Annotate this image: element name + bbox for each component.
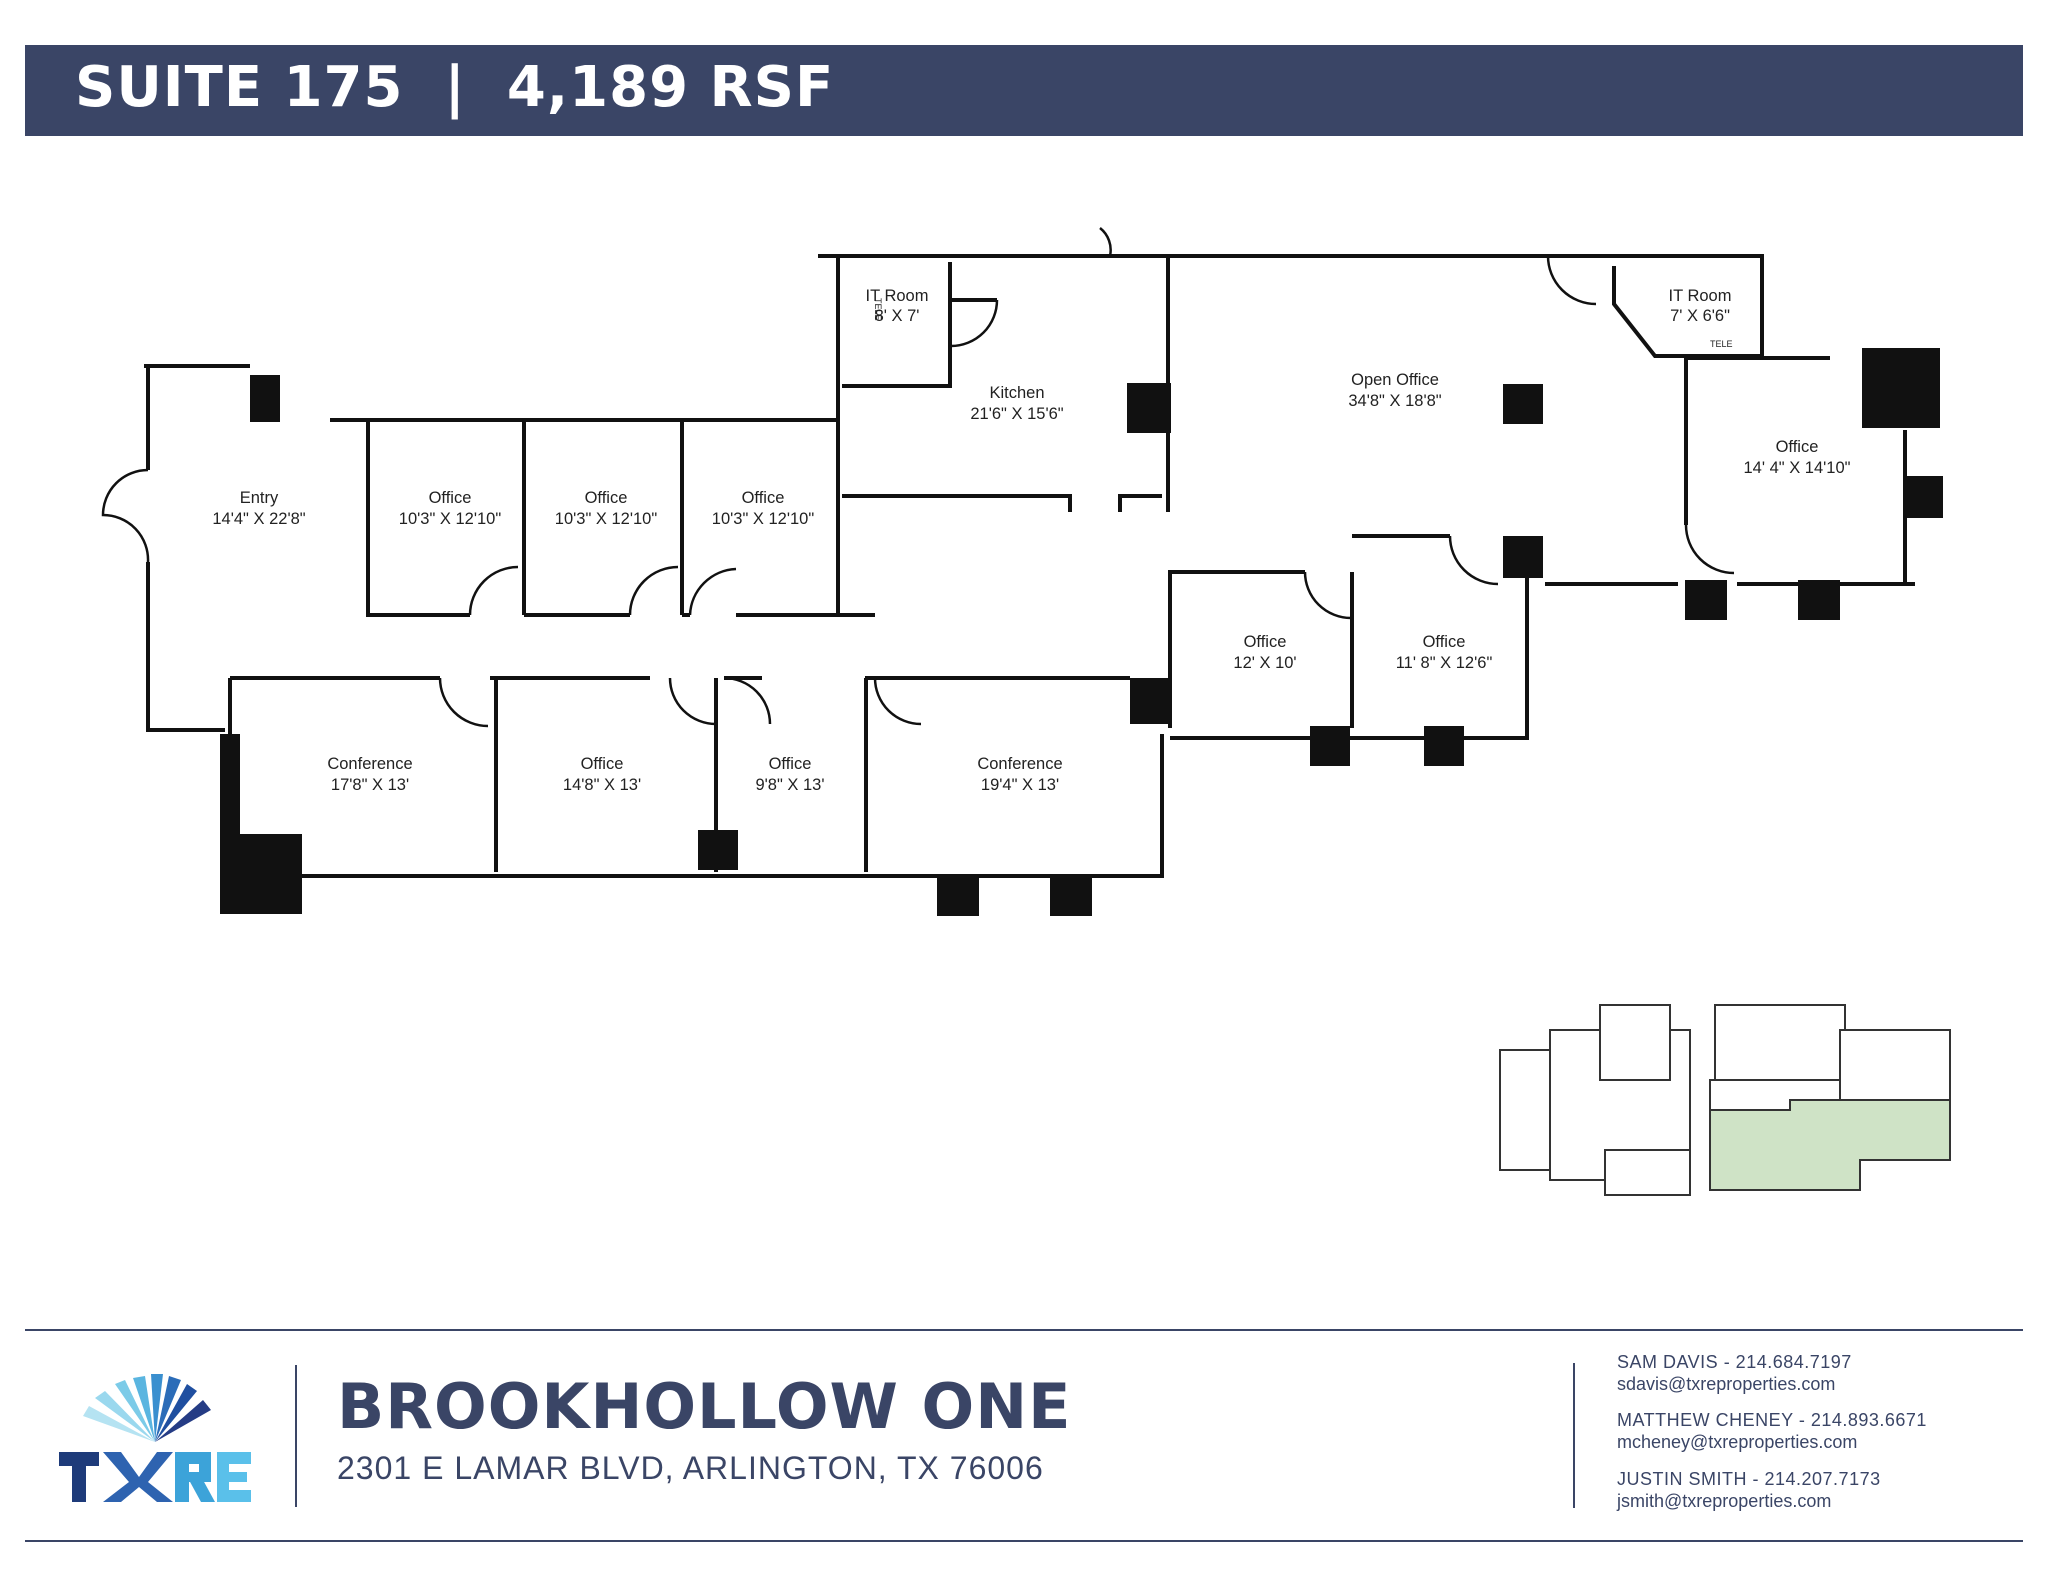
contact-sam-davis: SAM DAVIS - 214.684.7197 sdavis@txreprop… <box>1617 1351 1852 1395</box>
key-plan <box>1499 1004 1951 1196</box>
contact-divider <box>1573 1363 1575 1508</box>
room-name-office-n1: Office <box>429 489 472 507</box>
room-name-office-n3: Office <box>742 489 785 507</box>
room-name-it-1: IT Room <box>866 287 929 305</box>
room-size-office-s2: 9'8" X 13' <box>755 776 824 794</box>
room-name-it-2: IT Room <box>1669 287 1732 305</box>
tele-label-1: TELE <box>873 298 883 321</box>
keyplan-suite-highlight <box>1709 1099 1951 1191</box>
door-swings <box>101 227 1735 728</box>
room-name-open-office: Open Office <box>1351 371 1439 389</box>
logo-rays <box>83 1374 211 1442</box>
property-address: 2301 E LAMAR BLVD, ARLINGTON, TX 76006 <box>337 1450 1044 1486</box>
room-name-conference-2: Conference <box>977 755 1062 773</box>
logo-letters <box>59 1452 251 1502</box>
txre-logo <box>59 1374 251 1502</box>
footer-top-rule <box>25 1329 2023 1331</box>
room-name-office-s1: Office <box>581 755 624 773</box>
room-name-entry: Entry <box>240 489 279 507</box>
contact-email[interactable]: mcheney@txreproperties.com <box>1617 1432 1858 1452</box>
structural-columns <box>220 348 1943 916</box>
room-name-office-s2: Office <box>769 755 812 773</box>
room-labels: IT Room 8' X 7' Kitchen 21'6" X 15'6" Op… <box>212 287 1850 794</box>
contact-name-phone: JUSTIN SMITH - 214.207.7173 <box>1617 1469 1881 1489</box>
room-size-office-s1: 14'8" X 13' <box>563 776 641 794</box>
room-size-kitchen: 21'6" X 15'6" <box>970 405 1063 423</box>
room-size-it-1: 8' X 7' <box>875 307 920 325</box>
room-size-it-2: 7' X 6'6" <box>1670 307 1730 325</box>
room-size-office-c2: 11' 8" X 12'6" <box>1396 654 1493 672</box>
room-name-office-n2: Office <box>585 489 628 507</box>
logo-divider <box>295 1365 297 1507</box>
room-size-open-office: 34'8" X 18'8" <box>1348 392 1441 410</box>
room-name-conference-1: Conference <box>327 755 412 773</box>
contact-email[interactable]: sdavis@txreproperties.com <box>1617 1374 1836 1394</box>
room-name-office-c2: Office <box>1423 633 1466 651</box>
room-size-entry: 14'4" X 22'8" <box>212 510 305 528</box>
contact-justin-smith: JUSTIN SMITH - 214.207.7173 jsmith@txrep… <box>1617 1468 1881 1512</box>
header-bar: SUITE 175 | 4,189 RSF <box>25 45 2023 136</box>
contact-matthew-cheney: MATTHEW CHENEY - 214.893.6671 mcheney@tx… <box>1617 1409 1927 1453</box>
room-size-office-n1: 10'3" X 12'10" <box>399 510 502 528</box>
contact-name-phone: MATTHEW CHENEY - 214.893.6671 <box>1617 1410 1927 1430</box>
room-size-office-n3: 10'3" X 12'10" <box>712 510 815 528</box>
contact-email[interactable]: jsmith@txreproperties.com <box>1617 1491 1832 1511</box>
room-name-kitchen: Kitchen <box>989 384 1044 402</box>
room-name-office-east: Office <box>1776 438 1819 456</box>
footer-bottom-rule <box>25 1540 2023 1542</box>
contact-name-phone: SAM DAVIS - 214.684.7197 <box>1617 1352 1852 1372</box>
tele-label-2: TELE <box>1710 339 1733 349</box>
room-size-conference-1: 17'8" X 13' <box>331 776 409 794</box>
room-size-conference-2: 19'4" X 13' <box>981 776 1059 794</box>
property-name: BROOKHOLLOW ONE <box>337 1370 1072 1443</box>
room-size-office-n2: 10'3" X 12'10" <box>555 510 658 528</box>
room-size-office-c1: 12' X 10' <box>1233 654 1296 672</box>
suite-title: SUITE 175 | 4,189 RSF <box>75 55 835 120</box>
room-name-office-c1: Office <box>1244 633 1287 651</box>
room-size-office-east: 14' 4" X 14'10" <box>1743 459 1850 477</box>
